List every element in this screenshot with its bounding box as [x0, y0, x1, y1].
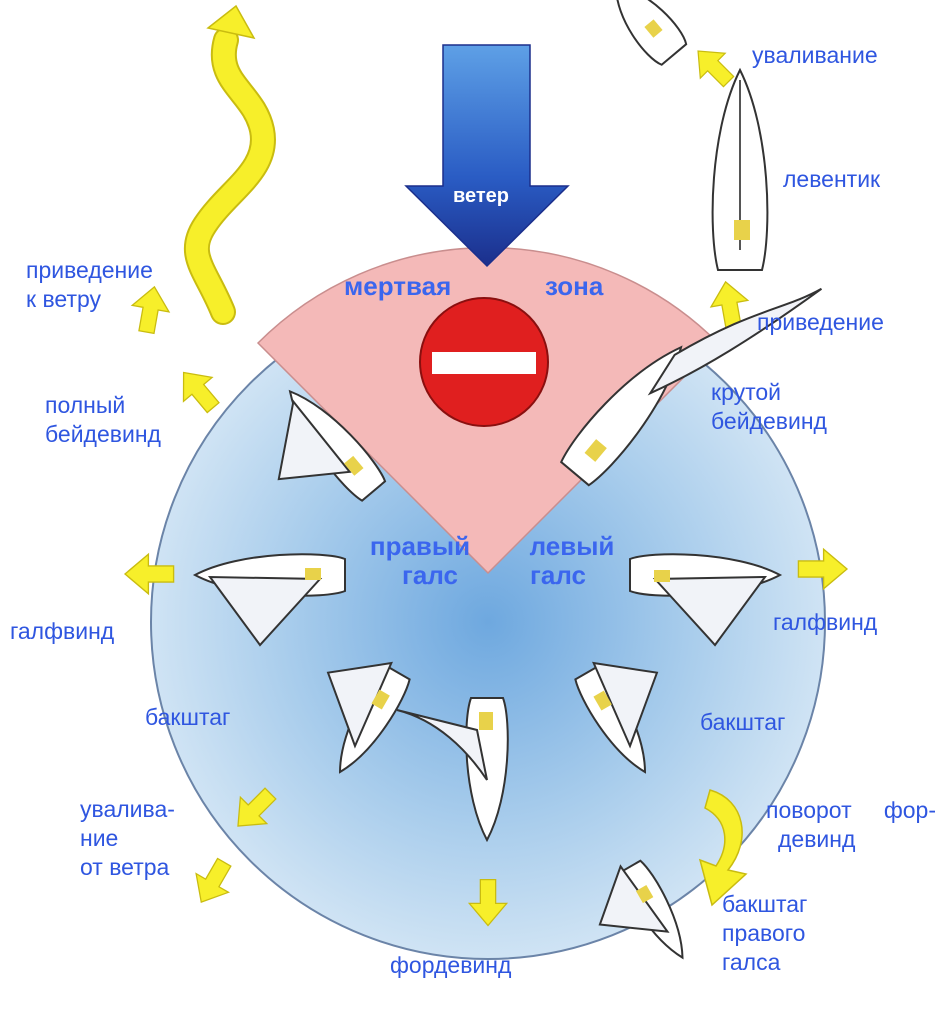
no-go-zone-right-label: зона [545, 272, 603, 301]
run-label: фордевинд [390, 951, 511, 980]
broad-reach-left-label: бакштаг [145, 703, 230, 732]
luff-up-right-label: приведение [757, 308, 884, 337]
close-reach-line1: полный [45, 391, 161, 420]
close-reach-arrow-icon [169, 360, 227, 419]
no-go-zone-left-label: мертвая [344, 272, 451, 301]
boat-top-icon [601, 0, 690, 68]
bear-away-bottom-arrow-icon [185, 853, 240, 911]
broad-reach-starboard-label: бакштаг правого галса [722, 890, 807, 977]
broad-reach-starboard-line3: галса [722, 948, 807, 977]
no-entry-sign-icon [420, 298, 548, 426]
luff-up-left-label: приведение к ветру [26, 256, 153, 314]
boat-head-to-wind-icon [713, 70, 768, 270]
starboard-tack-line1: правый [355, 532, 485, 561]
close-hauled-line2: бейдевинд [711, 407, 827, 436]
bear-away-bottom-line3: от ветра [80, 853, 175, 882]
gybe-line1-hyphen: фор- [884, 796, 936, 825]
bear-away-top-label: уваливание [752, 41, 878, 70]
gybe-line1-word: поворот [766, 797, 852, 823]
starboard-tack-line2: галс [355, 561, 485, 590]
wind-arrow-icon [406, 45, 568, 266]
luff-up-left-line2: к ветру [26, 285, 153, 314]
broad-reach-starboard-line1: бакштаг [722, 890, 807, 919]
port-tack-line1: левый [512, 532, 632, 561]
broad-reach-right-label: бакштаг [700, 708, 785, 737]
close-reach-line2: бейдевинд [45, 420, 161, 449]
broad-reach-starboard-line2: правого [722, 919, 807, 948]
bear-away-bottom-label: увалива- ние от ветра [80, 795, 175, 882]
luff-up-left-line1: приведение [26, 256, 153, 285]
gybe-label: поворот фор- девинд [766, 796, 936, 854]
wind-label: ветер [453, 182, 509, 211]
port-tack-label: левый галс [512, 532, 632, 590]
beam-reach-right-label: галфвинд [773, 608, 877, 637]
beam-reach-left-label: галфвинд [10, 617, 114, 646]
bear-away-bottom-line2: ние [80, 824, 175, 853]
gybe-line2: девинд [766, 825, 936, 854]
head-to-wind-label: левентик [783, 165, 880, 194]
tacking-arrowhead-icon [208, 6, 254, 38]
gybe-line1: поворот фор- [766, 796, 936, 825]
close-hauled-label: крутой бейдевинд [711, 378, 827, 436]
close-hauled-line1: крутой [711, 378, 827, 407]
bear-away-bottom-line1: увалива- [80, 795, 175, 824]
starboard-tack-label: правый галс [355, 532, 485, 590]
port-tack-line2: галс [512, 561, 632, 590]
close-reach-label: полный бейдевинд [45, 391, 161, 449]
